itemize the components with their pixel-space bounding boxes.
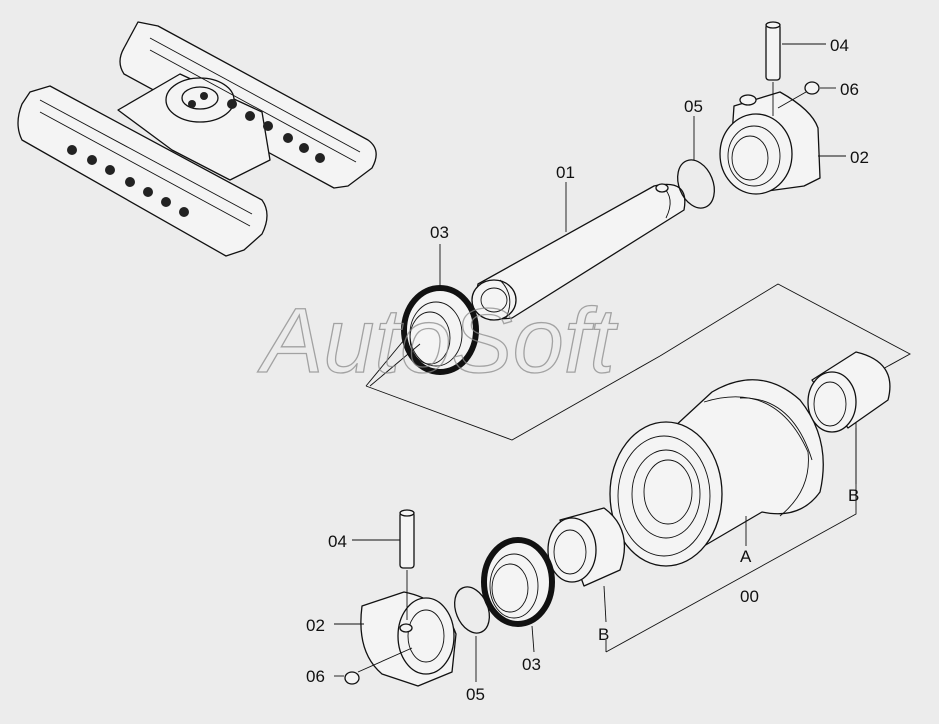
label-shaft: 01 xyxy=(556,163,575,182)
watermark-text: AutoSoft xyxy=(257,290,618,392)
label-seal-lower: 03 xyxy=(522,655,541,674)
roller-assembly-00 xyxy=(609,379,824,567)
support-block-upper-02 xyxy=(719,91,846,195)
plug-upper-06 xyxy=(777,81,836,109)
label-pin-lower: 04 xyxy=(328,532,347,551)
track-bolt-row xyxy=(67,92,325,217)
label-ref-a: A xyxy=(740,547,752,566)
label-ref-b-right: B xyxy=(848,486,859,505)
plug-lower-06 xyxy=(334,647,413,685)
track-frame-thumbnail xyxy=(17,21,377,257)
label-o-ring-upper: 05 xyxy=(684,97,703,116)
pin-lower-04 xyxy=(352,509,415,620)
label-o-ring-lower: 05 xyxy=(466,685,485,704)
support-block-lower-02 xyxy=(334,591,457,687)
floating-seal-upper-03 xyxy=(369,244,479,387)
o-ring-lower-05 xyxy=(454,586,490,682)
bushing-left xyxy=(547,507,626,623)
label-ref-b-left: B xyxy=(598,625,609,644)
pin-upper-04 xyxy=(765,21,826,116)
label-seal-upper: 03 xyxy=(430,223,449,242)
bushing-right xyxy=(807,351,891,484)
shaft-01 xyxy=(471,182,686,321)
label-block-lower: 02 xyxy=(306,616,325,635)
label-block-upper: 02 xyxy=(850,148,869,167)
label-plug-lower: 06 xyxy=(306,667,325,686)
label-pin-upper: 04 xyxy=(830,36,849,55)
o-ring-upper-05 xyxy=(677,116,715,209)
label-roller-assembly: 00 xyxy=(740,587,759,606)
floating-seal-lower-03 xyxy=(481,537,555,653)
label-plug-upper: 06 xyxy=(840,80,859,99)
